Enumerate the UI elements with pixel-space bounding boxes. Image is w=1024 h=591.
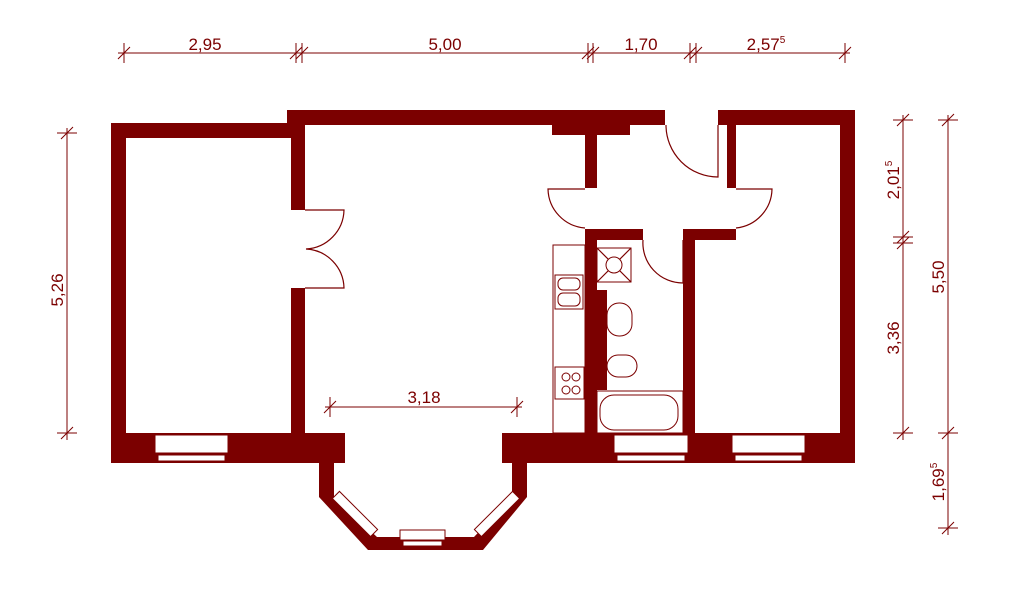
left-room-walls	[111, 123, 291, 463]
right-wall	[840, 110, 855, 463]
dim-right-outer-1: 5,50	[929, 260, 948, 293]
bath-wall	[683, 229, 695, 433]
top-wall-right	[718, 110, 855, 125]
bath-wall	[585, 229, 597, 433]
window	[473, 490, 521, 538]
door-swing	[735, 188, 773, 229]
door-swing	[665, 124, 719, 178]
dimension-lines	[57, 43, 958, 535]
window	[157, 454, 226, 462]
dim-top-4: 2,575	[747, 35, 786, 54]
door-swing	[642, 239, 684, 284]
dim-right-outer-2: 1,695	[929, 462, 948, 501]
shaft-circle	[605, 256, 623, 274]
washbasin-icon	[606, 302, 633, 337]
kitchen-counter	[552, 244, 586, 434]
dim-top-1: 2,95	[188, 35, 221, 54]
dim-top-2: 5,00	[428, 35, 461, 54]
burner	[561, 385, 571, 395]
stove-icon	[554, 366, 585, 400]
dim-top-3: 1,70	[624, 35, 657, 54]
toilet-icon	[606, 354, 638, 378]
fixtures	[552, 244, 684, 434]
window	[613, 434, 689, 454]
top-wall	[287, 110, 665, 125]
window	[399, 529, 446, 541]
walls	[111, 110, 855, 550]
door-swing	[305, 209, 345, 289]
bath-wall	[683, 229, 736, 240]
burner	[571, 385, 581, 395]
window	[616, 454, 686, 462]
doors	[305, 124, 773, 289]
room-wall	[727, 125, 736, 188]
window	[402, 540, 443, 547]
windows	[154, 434, 806, 547]
dimension-labels: 2,95 5,00 1,70 2,575 5,26 2,015 3,36 5,5…	[48, 35, 948, 501]
burner	[571, 372, 581, 382]
burner	[561, 372, 571, 382]
window	[331, 490, 379, 538]
bath-wall	[597, 229, 643, 240]
dim-right-inner-1: 2,015	[884, 160, 903, 199]
dim-left: 5,26	[48, 273, 67, 306]
bathtub-inner	[599, 394, 679, 431]
dim-right-inner-2: 3,36	[884, 321, 903, 354]
sink-bowl	[557, 277, 581, 291]
corridor-wall	[585, 125, 597, 188]
partition-wall	[291, 288, 305, 448]
window	[154, 434, 229, 454]
door-swing	[547, 188, 586, 229]
sink-bowl	[557, 292, 581, 307]
window	[731, 434, 806, 454]
bottom-wall	[291, 433, 345, 463]
window	[734, 454, 803, 462]
bath-wall	[597, 290, 607, 390]
dim-living-width: 3,18	[407, 388, 440, 407]
partition-wall	[291, 125, 305, 210]
